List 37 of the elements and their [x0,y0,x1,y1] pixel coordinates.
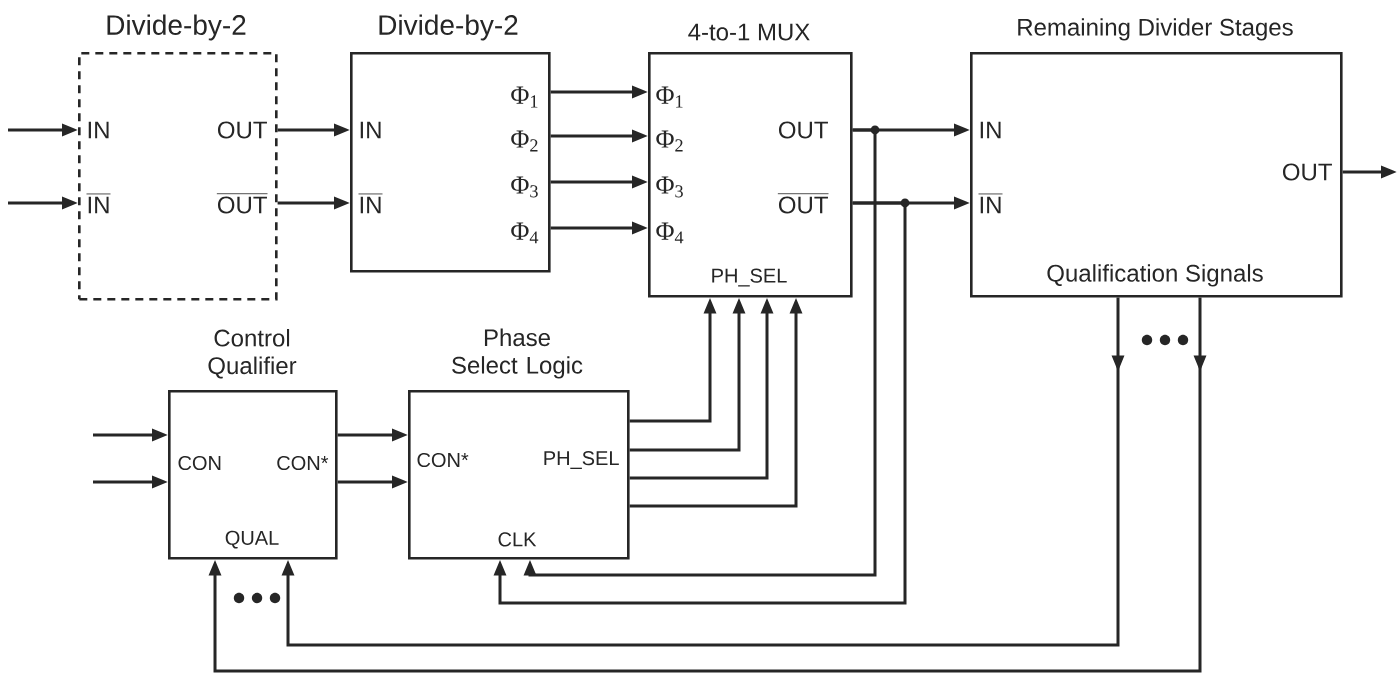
pin-label: CON* [277,455,329,471]
pin-label: OUT [777,193,829,214]
block-title: 4-to-1 MUX [688,23,810,41]
block-title: Phase Select Logic [452,328,583,379]
pin-label: Φ$_{3}$ [511,176,538,198]
pin-label: Φ$_{1}$ [511,86,538,108]
pin-label: OUT [218,121,267,139]
pin-label: Φ$_{4}$ [511,222,539,244]
pin-label: IN [86,193,111,214]
block-title: Remaining Divider Stages [1018,18,1293,41]
pin-label: Φ$_{4}$ [656,222,684,244]
pin-label: CON* [417,452,469,468]
pin-label: OUT [1282,163,1332,181]
pin-label: Φ$_{2}$ [511,130,538,152]
block-title: Control Qualifier [208,329,297,379]
arrow [208,297,1207,673]
pin-label: IN [358,193,383,214]
pin-label: IN [360,121,381,139]
pin-label: OUT [778,121,828,139]
pin-label: CON [178,455,221,471]
pin-label: PH_SEL [544,451,619,469]
pin-label: Φ$_{3}$ [656,176,683,198]
pin-label: Φ$_{2}$ [656,130,683,152]
pin-label: Qualification Signals [1047,264,1263,287]
block-title: Divide-by-2 [107,14,246,41]
pin-label: IN [978,193,1003,214]
pin-label: IN [980,121,1001,139]
pin-label: QUAL [225,530,279,549]
pin-label: PH_SEL [712,268,787,287]
pin-label: Φ$_{1}$ [656,86,683,108]
arrow [523,128,877,577]
arrow [493,201,907,605]
pin-label: OUT [216,193,268,214]
arrow [281,297,1125,647]
pin-label: CLK [498,532,537,547]
pin-label: IN [88,121,109,139]
block-title: Divide-by-2 [379,14,518,41]
